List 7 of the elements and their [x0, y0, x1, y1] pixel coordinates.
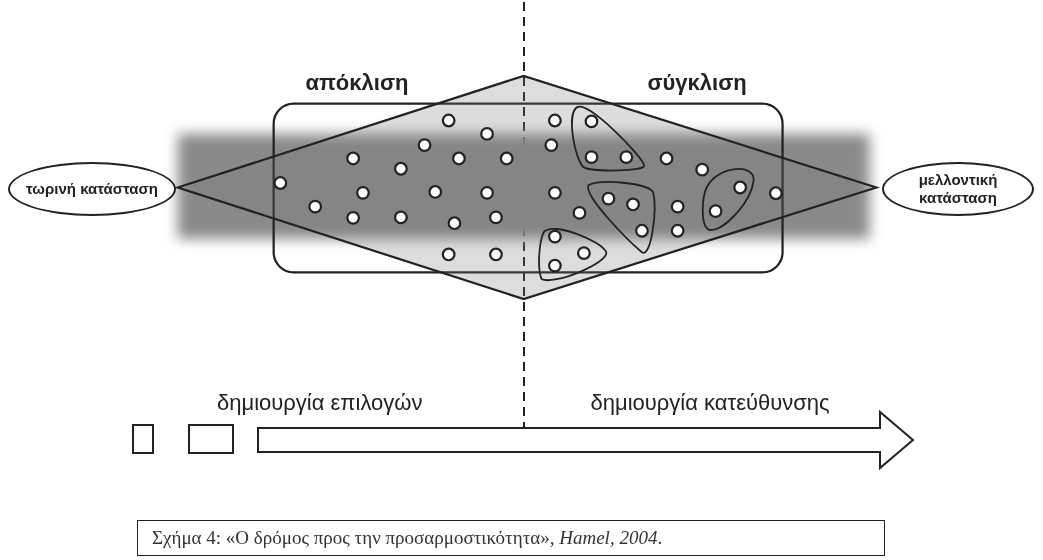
state-ellipse: μελλοντική κατάσταση — [882, 162, 1034, 216]
phase-label: δημιουργία επιλογών — [217, 390, 423, 416]
phase-label: δημιουργία κατεύθυνσης — [590, 390, 830, 416]
phase-heading: σύγκλιση — [647, 70, 747, 96]
figure-caption: Σχήμα 4: «Ο δρόμος προς την προσαρμοστικότητα», Hamel, 2004. — [137, 520, 885, 556]
state-ellipse: τωρινή κατάσταση — [8, 162, 176, 216]
phase-heading: απόκλιση — [305, 70, 409, 96]
